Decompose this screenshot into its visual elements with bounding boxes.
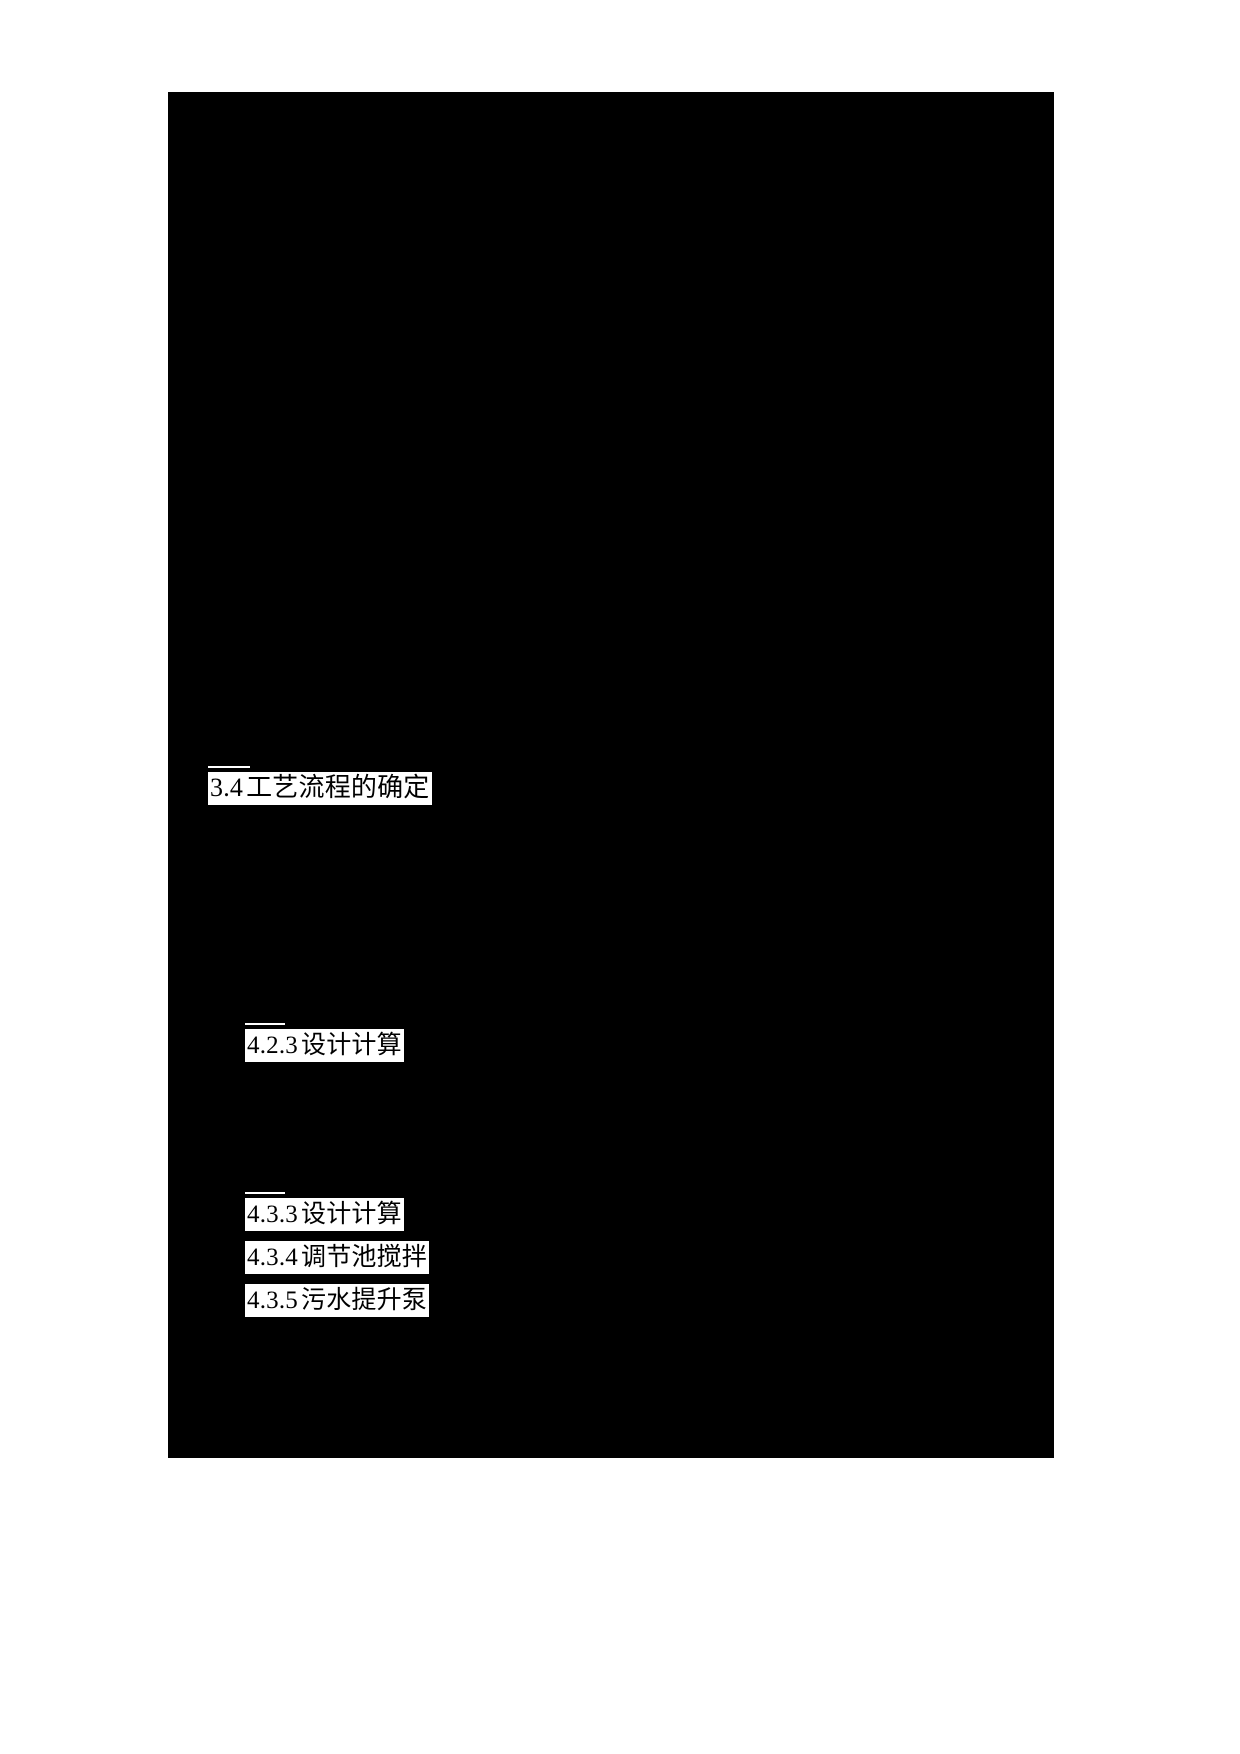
rule-artifact-above-3-4 — [208, 766, 250, 768]
heading-4-3-4-number: 4.3.4 — [247, 1244, 298, 1271]
heading-4-2-3-number: 4.2.3 — [247, 1032, 298, 1059]
rule-artifact-above-4-3-3 — [245, 1192, 285, 1194]
heading-4-3-4-text: 调节池搅拌 — [301, 1242, 428, 1271]
heading-4-3-3-text: 设计计算 — [301, 1199, 402, 1228]
heading-4-3-3-number: 4.3.3 — [247, 1201, 298, 1228]
heading-4-3-5-text: 污水提升泵 — [301, 1285, 428, 1314]
heading-4-2-3-text: 设计计算 — [301, 1030, 402, 1059]
heading-4-3-5-number: 4.3.5 — [247, 1287, 298, 1314]
heading-3-4-text: 工艺流程的确定 — [246, 773, 430, 803]
rule-artifact-above-4-2-3 — [245, 1023, 285, 1025]
heading-3-4-number: 3.4 — [210, 773, 244, 802]
